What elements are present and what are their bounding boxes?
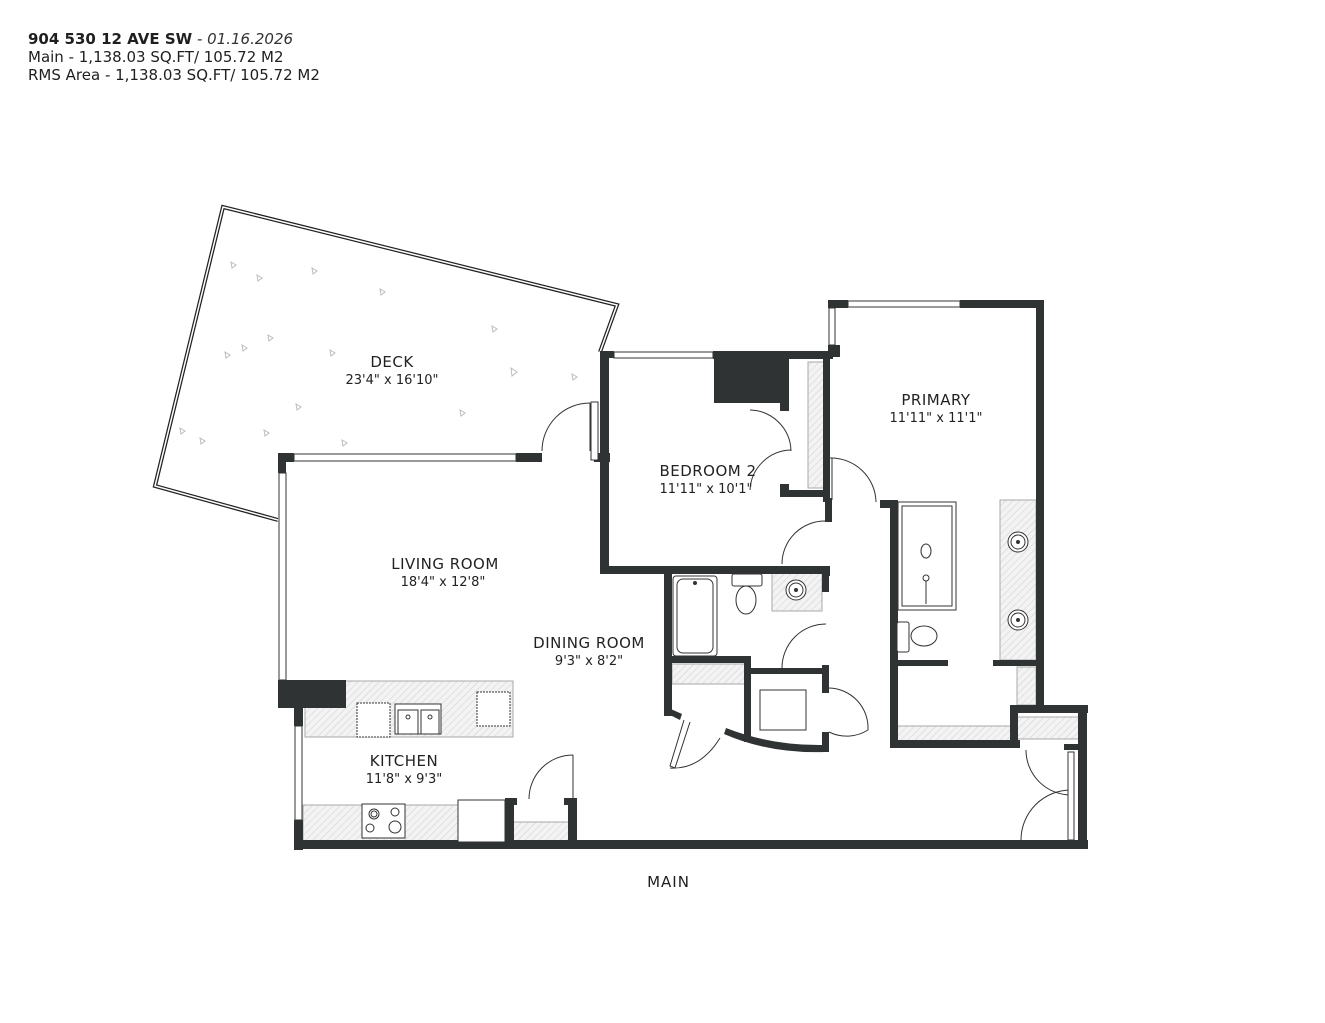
rms-area: RMS Area - 1,138.03 SQ.FT/ 105.72 M2 [28, 66, 320, 84]
floor-label: MAIN [647, 873, 690, 891]
svg-text:BEDROOM 2: BEDROOM 2 [659, 462, 756, 480]
svg-text:9'3" x 8'2": 9'3" x 8'2" [555, 654, 623, 669]
plan-header: 904 530 12 AVE SW - 01.16.2026 Main - 1,… [28, 30, 320, 84]
svg-text:DECK: DECK [370, 353, 414, 371]
room-label-dining-room: DINING ROOM 9'3" x 8'2" [533, 634, 645, 669]
walls [278, 300, 1088, 850]
svg-text:KITCHEN: KITCHEN [370, 752, 439, 770]
svg-text:11'11" x 11'1": 11'11" x 11'1" [890, 411, 983, 426]
room-label-bedroom-2: BEDROOM 2 11'11" x 10'1" [659, 462, 756, 497]
room-label-kitchen: KITCHEN 11'8" x 9'3" [366, 752, 442, 787]
svg-text:PRIMARY: PRIMARY [901, 391, 971, 409]
room-label-living-room: LIVING ROOM 18'4" x 12'8" [391, 555, 499, 590]
address: 904 530 12 AVE SW [28, 30, 193, 48]
svg-text:DINING ROOM: DINING ROOM [533, 634, 645, 652]
main-area: Main - 1,138.03 SQ.FT/ 105.72 M2 [28, 48, 284, 66]
svg-text:11'8" x 9'3": 11'8" x 9'3" [366, 772, 442, 787]
windows [278, 300, 961, 821]
address-line: 904 530 12 AVE SW - 01.16.2026 [28, 30, 320, 48]
room-label-deck: DECK 23'4" x 16'10" [346, 353, 439, 388]
room-label-primary: PRIMARY 11'11" x 11'1" [890, 391, 983, 426]
deck [152, 204, 620, 522]
svg-text:18'4" x 12'8": 18'4" x 12'8" [401, 575, 486, 590]
fixtures [356, 501, 1029, 843]
doors [528, 402, 1075, 841]
svg-text:LIVING ROOM: LIVING ROOM [391, 555, 499, 573]
svg-text:11'11" x 10'1": 11'11" x 10'1" [660, 482, 753, 497]
svg-text:23'4" x 16'10": 23'4" x 16'10" [346, 373, 439, 388]
plan-date: - 01.16.2026 [196, 30, 294, 48]
